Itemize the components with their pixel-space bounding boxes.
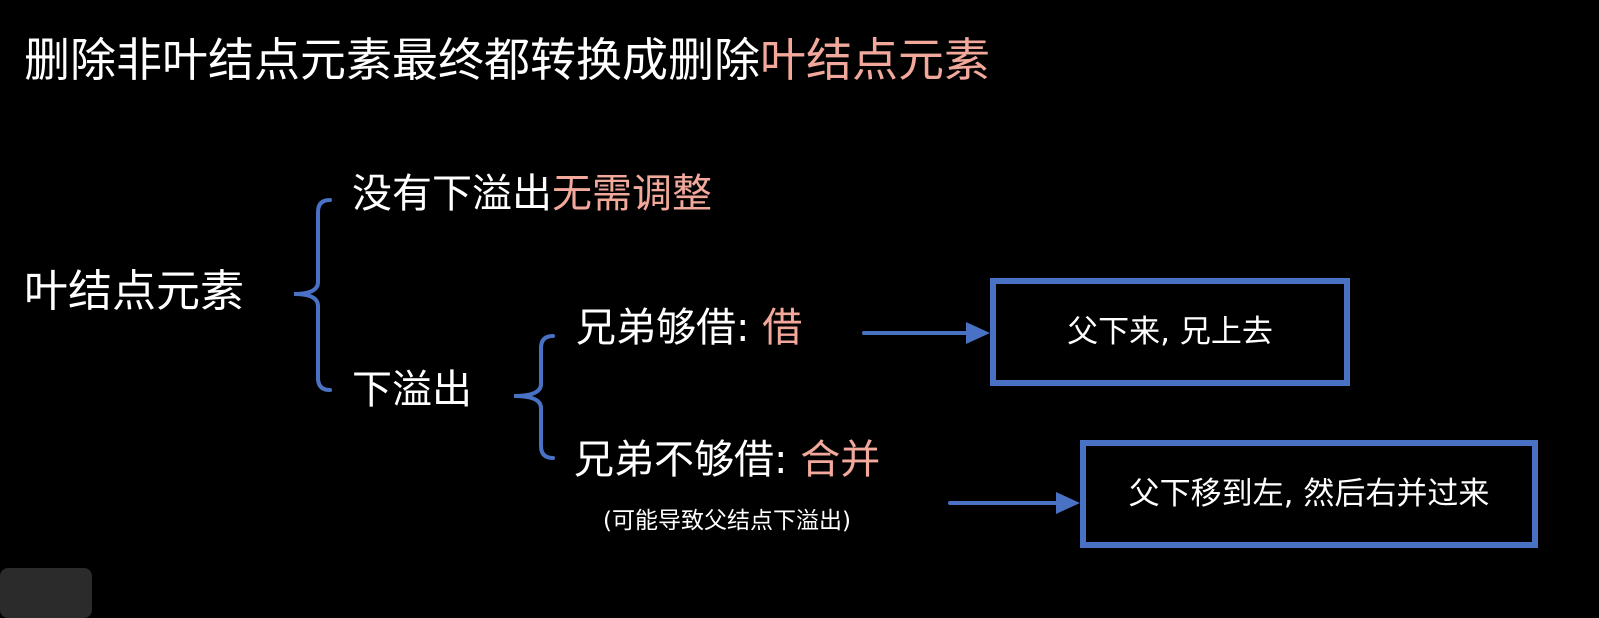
merge-result-text: 父下移到左, 然后右并过来 xyxy=(1128,476,1490,512)
title-main: 删除非叶结点元素最终都转换成删除 xyxy=(24,33,760,87)
merge-result-box: 父下移到左, 然后右并过来 xyxy=(1080,440,1538,548)
borrow-node: 兄弟够借: 借 xyxy=(576,302,802,354)
borrow-label: 兄弟够借: xyxy=(576,305,763,351)
root-node: 叶结点元素 xyxy=(24,266,244,317)
merge-highlight: 合并 xyxy=(800,437,881,483)
borrow-highlight: 借 xyxy=(762,305,803,351)
merge-node: 兄弟不够借: 合并 xyxy=(574,434,880,486)
merge-arrowhead xyxy=(1056,492,1080,514)
merge-label: 兄弟不够借: xyxy=(574,437,801,483)
no-underflow-node: 没有下溢出无需调整 xyxy=(352,168,712,220)
borrow-result-box: 父下来, 兄上去 xyxy=(990,278,1350,386)
page-title: 删除非叶结点元素最终都转换成删除叶结点元素 xyxy=(24,28,990,92)
root-brace xyxy=(293,198,332,392)
underflow-brace xyxy=(513,334,555,460)
title-highlight: 叶结点元素 xyxy=(760,33,990,87)
no-underflow-highlight: 无需调整 xyxy=(552,171,712,217)
borrow-result-text: 父下来, 兄上去 xyxy=(1067,314,1273,350)
underflow-node: 下溢出 xyxy=(352,367,472,413)
overlay-corner xyxy=(0,568,92,618)
borrow-arrowhead xyxy=(966,322,990,344)
merge-note: (可能导致父结点下溢出) xyxy=(603,508,851,534)
no-underflow-label: 没有下溢出 xyxy=(352,171,552,217)
